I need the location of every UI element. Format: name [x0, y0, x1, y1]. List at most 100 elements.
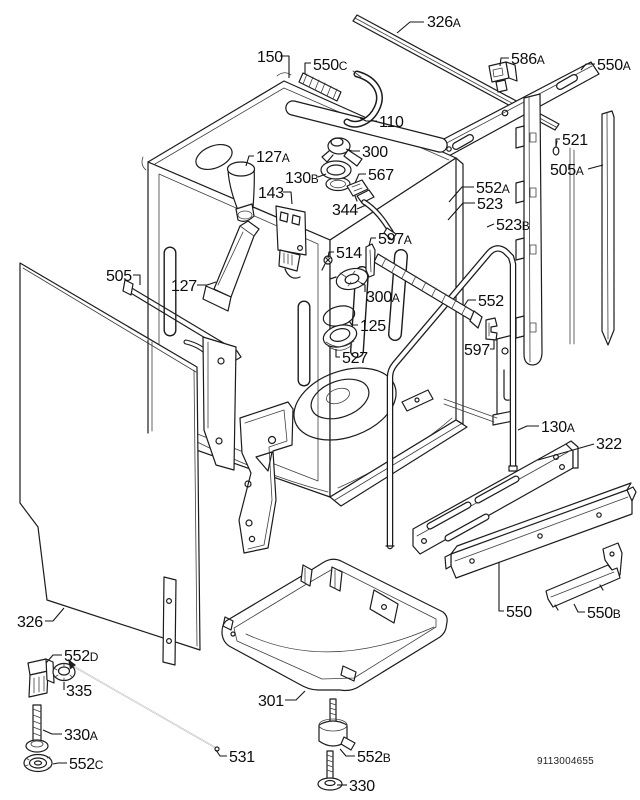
- leveling-foot-part: [318, 698, 356, 751]
- part-label-130A: 130A: [517, 419, 575, 436]
- svg-text:127A: 127A: [256, 149, 290, 166]
- document-number: 9113004655: [537, 756, 594, 767]
- part-label-550B: 550B: [573, 603, 621, 622]
- svg-text:322: 322: [596, 436, 622, 453]
- svg-text:552A: 552A: [476, 180, 510, 197]
- mounting-bracket-part: [488, 61, 518, 93]
- hose-part: [343, 70, 383, 128]
- svg-text:586A: 586A: [511, 51, 545, 68]
- svg-text:330: 330: [349, 778, 375, 795]
- part-label-521: 521: [555, 132, 588, 149]
- foot-screw-part: [317, 750, 343, 791]
- end-clip-part: [485, 317, 498, 341]
- part-label-550: 550: [498, 562, 532, 621]
- part-label-527: 527: [335, 349, 368, 367]
- svg-text:552D: 552D: [64, 648, 99, 665]
- svg-text:130A: 130A: [541, 419, 575, 436]
- part-label-552C: 552C: [52, 756, 104, 773]
- svg-text:531: 531: [229, 749, 255, 766]
- svg-text:300A: 300A: [366, 289, 400, 306]
- svg-text:514: 514: [336, 245, 362, 262]
- part-label-567: 567: [354, 167, 394, 184]
- part-label-552: 552: [463, 293, 504, 310]
- part-label-330: 330: [337, 778, 375, 795]
- part-label-326: 326: [17, 607, 65, 631]
- part-label-523: 523: [447, 196, 503, 221]
- door-latch-part: [27, 658, 55, 698]
- clamp-clip-part: [346, 179, 369, 202]
- part-label-143: 143: [258, 185, 293, 205]
- guide-clip-part: [365, 243, 376, 278]
- valve-part: [321, 137, 363, 167]
- side-trim-strip-part: [601, 110, 615, 346]
- svg-text:125: 125: [360, 318, 386, 335]
- part-label-514: 514: [327, 245, 362, 262]
- svg-text:552: 552: [478, 293, 504, 310]
- part-label-330A: 330A: [42, 727, 98, 744]
- hinge-plate-rear-part: [202, 336, 237, 471]
- seal-ring-part: [320, 160, 352, 180]
- svg-text:597A: 597A: [378, 231, 412, 248]
- part-label-552A: 552A: [448, 180, 510, 203]
- part-label-326A: 326A: [396, 14, 461, 34]
- svg-text:523: 523: [477, 196, 503, 213]
- part-label-597: 597: [464, 340, 495, 359]
- part-label-300A: 300A: [360, 282, 400, 306]
- base-bracket-part: [545, 542, 623, 611]
- part-label-125: 125: [348, 318, 386, 335]
- part-label-110: 110: [359, 114, 404, 131]
- svg-text:552B: 552B: [357, 749, 391, 766]
- washer-part: [23, 753, 53, 773]
- svg-text:527: 527: [342, 350, 368, 367]
- part-label-505: 505: [106, 268, 141, 285]
- svg-text:552C: 552C: [69, 756, 104, 773]
- part-label-301: 301: [258, 690, 306, 710]
- part-label-523B: 523B: [486, 217, 530, 234]
- impeller-part: [329, 267, 369, 291]
- part-label-150: 150: [257, 49, 290, 78]
- part-label-127A: 127A: [245, 149, 290, 167]
- latch-bracket-part: [275, 205, 307, 279]
- svg-text:127: 127: [171, 278, 197, 295]
- hinge-plate-front-part: [238, 401, 294, 554]
- slotted-rail-part: [412, 440, 579, 555]
- part-label-505A: 505A: [550, 162, 604, 179]
- svg-text:567: 567: [368, 167, 394, 184]
- front-frame-strip-part: [162, 576, 177, 666]
- part-labels: 326A 150 550C 586A 550A 110 300 127A 130B 567 143 3…: [17, 14, 631, 795]
- part-label-531: 531: [215, 749, 255, 766]
- strap-hook-part: [356, 189, 397, 241]
- part-label-550C: 550C: [304, 57, 348, 74]
- rear-frame-edge: [569, 147, 575, 345]
- svg-text:150: 150: [257, 49, 283, 66]
- base-rail-part: [444, 482, 637, 579]
- part-label-597A: 597A: [368, 231, 412, 248]
- funnel-part: [226, 161, 256, 222]
- part-label-552B: 552B: [339, 748, 391, 766]
- svg-text:550: 550: [506, 604, 532, 621]
- sump-collar-part: [322, 324, 358, 351]
- chute-part: [202, 220, 260, 312]
- conduit-part: [385, 245, 518, 550]
- svg-text:344: 344: [332, 202, 358, 219]
- svg-text:143: 143: [258, 185, 284, 202]
- part-label-335: 335: [63, 682, 92, 700]
- base-plate-part: [221, 558, 448, 692]
- part-label-550A: 550A: [580, 57, 631, 74]
- svg-text:597: 597: [464, 342, 490, 359]
- ribbed-strip-part: [298, 72, 342, 102]
- part-label-344: 344: [332, 202, 367, 219]
- svg-text:521: 521: [562, 132, 588, 149]
- corner-bracket-part: [401, 389, 434, 412]
- svg-text:326: 326: [17, 614, 43, 631]
- svg-text:550B: 550B: [587, 605, 621, 622]
- svg-text:130B: 130B: [285, 170, 319, 187]
- part-label-322: 322: [537, 436, 622, 461]
- part-label-552D: 552D: [45, 648, 99, 665]
- side-frame-rail-part: [515, 93, 543, 366]
- hinge-screw-part: [25, 704, 49, 753]
- svg-text:326A: 326A: [427, 14, 461, 31]
- part-label-300: 300: [345, 144, 388, 161]
- svg-text:505: 505: [106, 268, 132, 285]
